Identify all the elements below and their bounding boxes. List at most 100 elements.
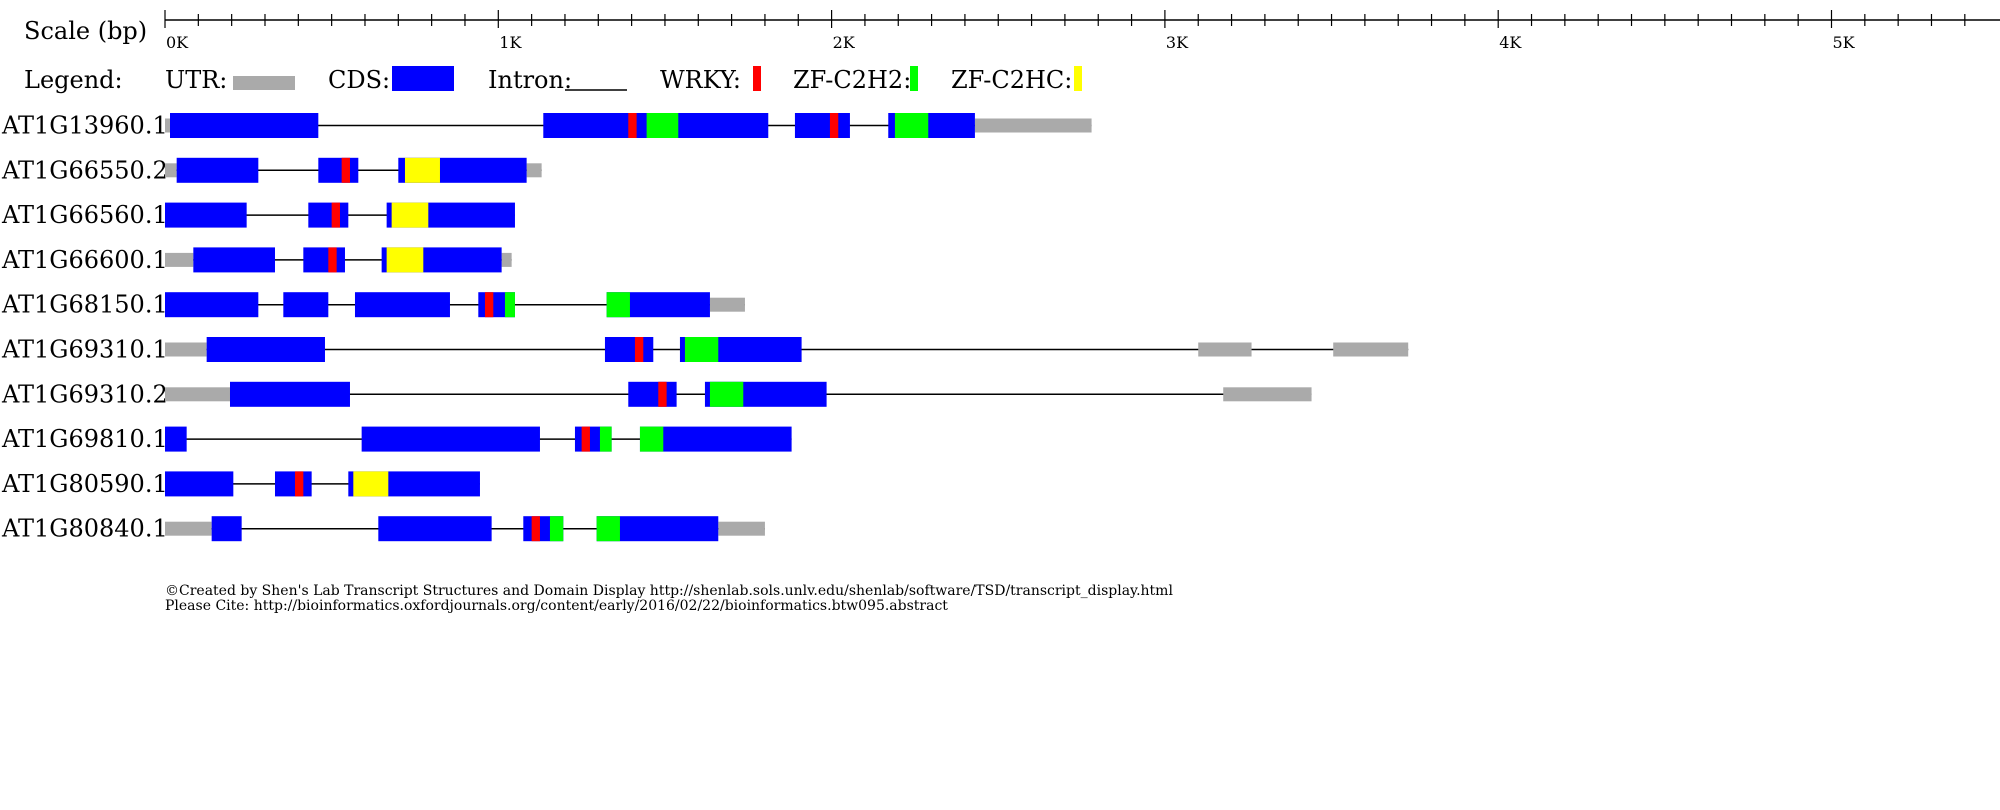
transcript-name: AT1G80590.1 xyxy=(1,470,168,498)
cds-block xyxy=(211,516,242,542)
cds-block xyxy=(308,202,349,228)
legend-title: Legend: xyxy=(24,66,123,94)
legend-swatch-c2hc xyxy=(1074,66,1082,91)
domain-c2h2 xyxy=(709,381,744,407)
legend-swatch-c2h2 xyxy=(910,66,918,91)
scale-tick-label: 2K xyxy=(833,33,856,52)
utr-block xyxy=(1223,387,1312,402)
legend-swatch-utr xyxy=(233,76,295,90)
footer-credit: ©Created by Shen's Lab Transcript Struct… xyxy=(165,583,1173,599)
domain-wrky xyxy=(328,247,337,273)
cds-block xyxy=(303,247,345,273)
legend-swatch-cds xyxy=(392,66,454,91)
cds-block xyxy=(318,157,359,183)
cds-block xyxy=(165,202,247,228)
transcript-row: AT1G69810.1 xyxy=(1,425,792,453)
cds-block xyxy=(165,292,259,318)
domain-c2h2 xyxy=(646,113,679,138)
scale-tick-label: 0K xyxy=(166,33,189,52)
cds-block xyxy=(794,113,850,138)
domain-c2hc xyxy=(391,202,429,228)
transcript-row: AT1G80840.1 xyxy=(1,515,765,543)
scale-tick-label: 5K xyxy=(1833,33,1856,52)
cds-block xyxy=(206,337,325,362)
transcript-name: AT1G69810.1 xyxy=(1,425,168,453)
utr-block xyxy=(165,163,177,178)
transcript-name: AT1G66550.2 xyxy=(1,156,168,184)
legend-label-utr: UTR: xyxy=(165,66,227,94)
cds-block xyxy=(176,157,259,183)
domain-wrky xyxy=(294,471,304,497)
cds-block xyxy=(604,337,654,362)
utr-block xyxy=(165,342,207,357)
legend-items: UTR: CDS: Intron: WRKY: ZF-C2H2: ZF-C2HC: xyxy=(165,66,1082,94)
transcript-name: AT1G66560.1 xyxy=(1,201,168,229)
legend-label-wrky: WRKY: xyxy=(660,66,741,94)
scale-tick-label: 3K xyxy=(1166,33,1189,52)
footer: ©Created by Shen's Lab Transcript Struct… xyxy=(165,583,1173,614)
transcript-row: AT1G68150.1 xyxy=(1,291,745,319)
utr-block xyxy=(165,118,170,133)
footer-citation: Please Cite: http://bioinformatics.oxfor… xyxy=(165,598,948,614)
utr-block xyxy=(974,118,1092,133)
cds-block xyxy=(274,471,312,497)
legend-label-c2h2: ZF-C2H2: xyxy=(793,66,911,94)
utr-block xyxy=(526,163,542,178)
legend-label-cds: CDS: xyxy=(328,66,390,94)
domain-wrky xyxy=(331,202,340,228)
utr-block xyxy=(165,387,230,402)
transcript-tracks: AT1G13960.1AT1G66550.2AT1G66560.1AT1G666… xyxy=(1,112,1409,543)
domain-c2h2 xyxy=(599,426,612,452)
utr-block xyxy=(718,521,765,536)
transcript-row: AT1G13960.1 xyxy=(1,112,1092,140)
domain-wrky xyxy=(634,337,644,362)
transcript-name: AT1G69310.2 xyxy=(1,380,168,408)
utr-block xyxy=(1198,342,1252,357)
domain-wrky xyxy=(829,113,839,138)
cds-block xyxy=(229,381,350,407)
domain-wrky xyxy=(531,516,540,542)
domain-c2hc xyxy=(353,471,389,497)
utr-block xyxy=(709,297,745,312)
legend-swatch-wrky xyxy=(753,66,761,91)
transcript-name: AT1G69310.1 xyxy=(1,336,168,364)
transcript-name: AT1G13960.1 xyxy=(1,112,168,140)
domain-wrky xyxy=(658,381,667,407)
cds-block xyxy=(193,247,275,273)
transcript-name: AT1G66600.1 xyxy=(1,246,168,274)
utr-block xyxy=(501,252,512,267)
cds-block xyxy=(361,426,540,452)
transcript-row: AT1G66550.2 xyxy=(1,156,542,184)
domain-c2h2 xyxy=(684,337,719,362)
utr-block xyxy=(165,252,194,267)
domain-wrky xyxy=(341,157,350,183)
legend: Legend: UTR: CDS: Intron: WRKY: ZF-C2H2: ZF-C… xyxy=(24,66,1082,94)
domain-c2h2 xyxy=(606,292,630,318)
cds-block xyxy=(169,113,319,138)
domain-wrky xyxy=(628,113,637,138)
domain-wrky xyxy=(484,292,494,318)
domain-wrky xyxy=(581,426,590,452)
scale-tick-label: 4K xyxy=(1499,33,1522,52)
transcript-row: AT1G69310.1 xyxy=(1,336,1409,364)
utr-block xyxy=(1333,342,1409,357)
legend-label-intron: Intron: xyxy=(488,66,572,94)
cds-block xyxy=(165,426,187,452)
cds-block xyxy=(639,426,792,452)
cds-block xyxy=(283,292,329,318)
cds-block xyxy=(354,292,450,318)
domain-c2h2 xyxy=(894,113,929,138)
transcript-row: AT1G69310.2 xyxy=(1,380,1312,408)
domain-c2h2 xyxy=(596,516,620,542)
transcript-name: AT1G68150.1 xyxy=(1,291,168,319)
scale-tick-label: 1K xyxy=(499,33,522,52)
transcript-row: AT1G66600.1 xyxy=(1,246,512,274)
scale-ticks: 0K 1K 2K 3K 4K 5K xyxy=(164,10,1966,52)
domain-c2hc xyxy=(386,247,424,273)
domain-c2h2 xyxy=(549,516,564,542)
cds-block xyxy=(378,516,492,542)
utr-block xyxy=(165,521,212,536)
legend-label-c2hc: ZF-C2HC: xyxy=(951,66,1072,94)
